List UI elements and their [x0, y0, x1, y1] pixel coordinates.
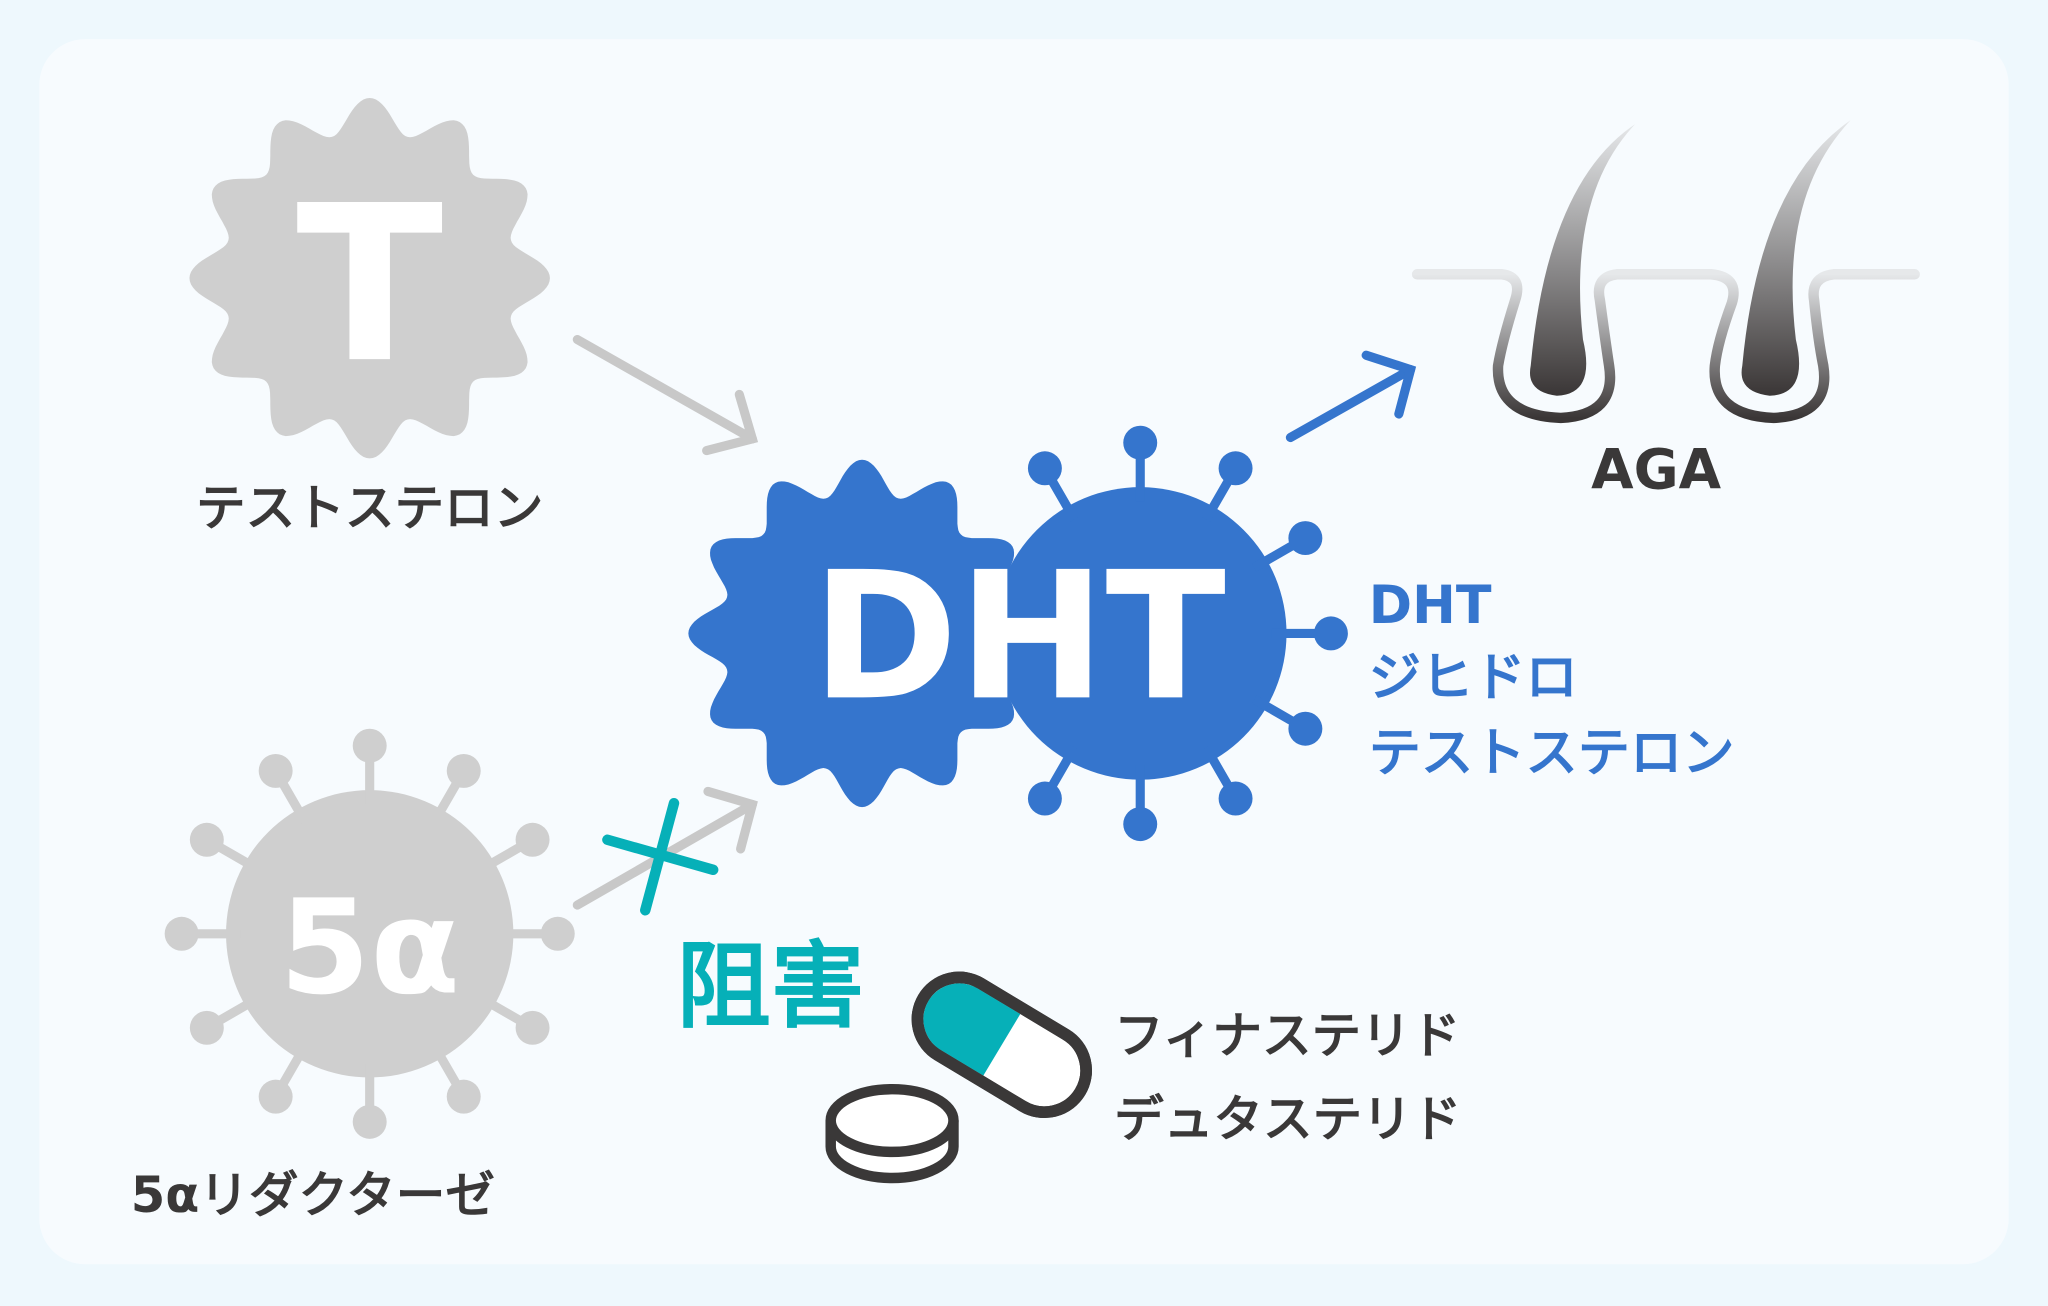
virus-spike-ball: [1218, 781, 1253, 816]
virus-spike-ball: [540, 916, 575, 951]
testosterone-starburst-icon: [189, 97, 550, 459]
drug-dutasteride: デュタステリド: [1114, 1090, 1461, 1148]
virus-spike-ball: [352, 1104, 387, 1139]
testosterone-label: テストステロン: [196, 479, 543, 537]
reductase-virus-icon: [164, 728, 575, 1139]
virus-spike-ball: [1218, 451, 1253, 486]
virus-spike-ball: [189, 1010, 224, 1045]
hair-follicle-icon: AGA: [1411, 120, 1920, 501]
arrow-testosterone-to-dht: [572, 334, 759, 456]
arrow-dht-to-aga: [1285, 350, 1417, 443]
dht-starburst-icon: [688, 459, 1036, 808]
reductase-label: 5αリダクターゼ: [131, 1166, 495, 1224]
block-cross-icon: [602, 797, 719, 916]
virus-spike-ball: [1027, 781, 1062, 816]
dht-label-line2: ジヒドロ: [1369, 648, 1578, 708]
virus-spike-ball: [189, 822, 224, 857]
virus-spike-ball: [1123, 807, 1158, 842]
virus-spike-ball: [1313, 616, 1348, 651]
virus-spike-ball: [1288, 711, 1323, 746]
drug-finasteride: フィナステリド: [1114, 1007, 1460, 1065]
dht-symbol: DHT: [812, 533, 1226, 739]
dht-virus-icon: [993, 425, 1348, 842]
virus-spike-ball: [164, 916, 199, 951]
aga-label: AGA: [1591, 437, 1721, 501]
virus-spike-ball: [1027, 451, 1062, 486]
tablet-icon: [825, 1083, 959, 1184]
virus-spike-ball: [446, 753, 481, 788]
dht-group: DHT DHT ジヒドロ テストステロン: [688, 425, 1735, 842]
virus-spike-ball: [1288, 521, 1323, 556]
virus-body: [993, 487, 1287, 780]
capsule-icon: [911, 971, 1093, 1119]
dht-label-line1: DHT: [1369, 576, 1492, 636]
virus-spike-ball: [258, 1079, 293, 1114]
virus-body: [226, 790, 514, 1078]
inhibit-label: 阻害: [677, 933, 865, 1042]
reductase-symbol: 5α: [279, 872, 460, 1024]
virus-spike-ball: [446, 1079, 481, 1114]
dht-label-line3: テストステロン: [1369, 724, 1735, 784]
testosterone-group: T テストステロン: [189, 97, 550, 537]
virus-spike-ball: [258, 753, 293, 788]
reductase-group: 5α 5αリダクターゼ: [131, 728, 575, 1224]
virus-spike-ball: [352, 728, 387, 763]
virus-spike-ball: [1123, 425, 1158, 460]
virus-spike-ball: [515, 1010, 550, 1045]
virus-spike-ball: [515, 822, 550, 857]
testosterone-symbol: T: [296, 159, 443, 410]
